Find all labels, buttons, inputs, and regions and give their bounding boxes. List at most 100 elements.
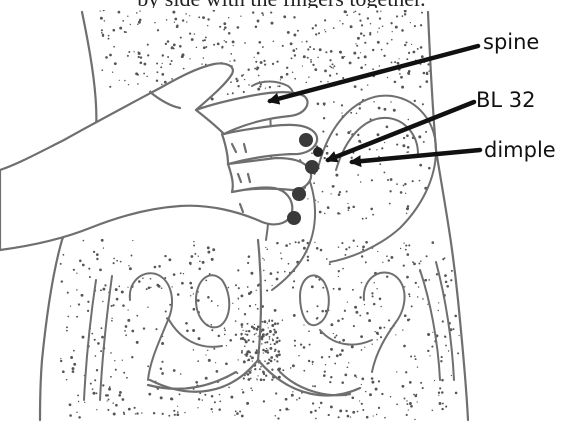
stipple-dot	[166, 19, 168, 21]
stipple-dot	[382, 262, 383, 263]
stipple-dot	[108, 388, 111, 391]
stipple-dot	[72, 370, 75, 373]
stipple-dot	[337, 319, 340, 322]
stipple-dot	[143, 63, 146, 66]
stipple-dot	[377, 251, 378, 252]
stipple-dot	[403, 345, 406, 348]
stipple-dot	[376, 149, 377, 150]
center-cleft-line	[258, 240, 261, 360]
stipple-dot	[370, 23, 371, 24]
right-obturator-foramen	[300, 275, 329, 325]
stipple-dot	[235, 334, 237, 336]
stipple-dot	[138, 56, 140, 58]
stipple-dot	[339, 409, 342, 412]
stipple-dot	[214, 401, 216, 403]
stipple-dot	[289, 243, 291, 245]
stipple-dot	[278, 351, 280, 353]
stipple-dot	[235, 320, 237, 322]
stipple-dot	[270, 343, 272, 345]
stipple-dot	[314, 410, 316, 412]
stipple-dot	[417, 366, 418, 367]
stipple-dot	[244, 79, 245, 80]
stipple-dot	[347, 366, 349, 368]
stipple-dot	[377, 133, 380, 136]
stipple-dot	[294, 54, 296, 56]
stipple-dot	[237, 298, 239, 300]
stipple-dot	[235, 284, 237, 286]
stipple-dot	[224, 329, 226, 331]
stipple-dot	[391, 39, 393, 41]
stipple-dot	[373, 303, 376, 306]
stipple-dot	[66, 326, 68, 328]
stipple-dot	[143, 73, 145, 75]
stipple-dot	[104, 20, 106, 22]
stipple-dot	[82, 264, 85, 267]
stipple-dot	[333, 288, 335, 290]
stipple-dot	[237, 269, 239, 271]
stipple-dot	[232, 92, 234, 94]
stipple-dot	[257, 284, 260, 287]
stipple-dot	[193, 245, 195, 247]
stipple-dot	[341, 242, 343, 244]
stipple-dot	[387, 77, 388, 78]
stipple-dot	[147, 54, 149, 56]
stipple-dot	[254, 334, 256, 336]
stipple-dot	[350, 25, 353, 28]
stipple-dot	[371, 381, 374, 384]
stipple-dot	[402, 144, 405, 147]
stipple-dot	[108, 38, 110, 40]
stipple-dot	[193, 293, 194, 294]
stipple-dot	[333, 65, 335, 67]
stipple-dot	[72, 367, 75, 370]
stipple-dot	[244, 42, 246, 44]
stipple-dot	[189, 32, 191, 34]
stipple-dot	[376, 414, 377, 415]
stipple-dot	[329, 263, 331, 265]
stipple-dot	[454, 315, 457, 318]
stipple-dot	[286, 73, 289, 76]
stipple-dot	[371, 292, 373, 294]
stipple-dot	[263, 400, 265, 402]
stipple-dot	[405, 245, 407, 247]
stipple-dot	[375, 388, 378, 391]
stipple-dot	[69, 403, 72, 406]
stipple-dot	[355, 10, 357, 12]
stipple-dot	[445, 406, 447, 408]
stipple-dot	[186, 21, 187, 22]
stipple-dot	[261, 338, 264, 341]
stipple-dot	[384, 108, 386, 110]
stipple-dot	[366, 312, 369, 315]
stipple-dot	[285, 408, 288, 411]
stipple-dot	[406, 400, 407, 401]
stipple-dot	[344, 310, 346, 312]
stipple-dot	[96, 369, 98, 371]
stipple-dot	[322, 131, 324, 133]
stipple-dot	[380, 336, 382, 338]
stipple-dot	[257, 308, 259, 310]
stipple-dot	[361, 384, 362, 385]
stipple-dot	[76, 412, 77, 413]
stipple-dot	[329, 66, 331, 68]
stipple-dot	[330, 405, 333, 408]
stipple-dot	[171, 78, 173, 80]
stipple-dot	[124, 31, 126, 33]
stipple-dot	[346, 14, 348, 16]
stipple-dot	[148, 393, 151, 396]
stipple-dot	[180, 272, 182, 274]
stipple-dot	[202, 399, 203, 400]
stipple-dot	[240, 333, 242, 335]
stipple-dot	[362, 218, 364, 220]
stipple-dot	[420, 382, 422, 384]
stipple-dot	[362, 409, 364, 411]
stipple-dot	[419, 86, 421, 88]
stipple-dot	[126, 377, 128, 379]
stipple-dot	[171, 48, 173, 50]
stipple-dot	[137, 24, 139, 26]
stipple-dot	[324, 157, 326, 159]
stipple-dot	[183, 68, 185, 70]
stipple-dot	[261, 343, 263, 345]
stipple-dot	[458, 335, 459, 336]
stipple-dot	[410, 355, 412, 357]
stipple-dot	[333, 101, 335, 103]
stipple-dot	[150, 287, 151, 288]
